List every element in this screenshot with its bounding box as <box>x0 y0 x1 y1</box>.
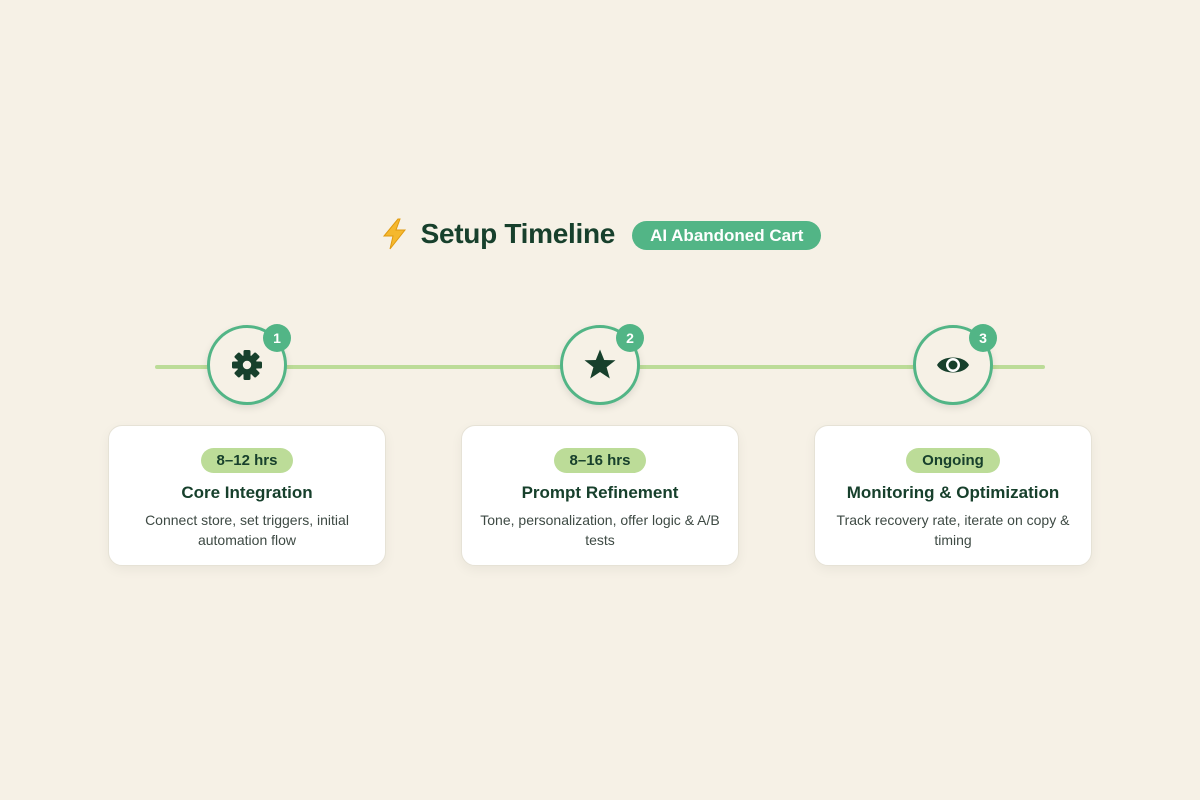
step-1-card: 8–12 hrs Core Integration Connect store,… <box>108 425 386 566</box>
step-title: Core Integration <box>181 483 313 502</box>
duration-badge: 8–12 hrs <box>200 448 294 473</box>
step-3-marker: 3 <box>913 324 997 405</box>
step-number-badge: 1 <box>263 324 291 352</box>
step-2-marker: 2 <box>560 324 644 405</box>
category-tag: AI Abandoned Cart <box>632 221 822 250</box>
step-title: Monitoring & Optimization <box>846 483 1060 502</box>
step-description: Connect store, set triggers, initial aut… <box>145 512 349 548</box>
duration-badge: 8–16 hrs <box>553 448 647 473</box>
duration-badge: Ongoing <box>906 448 1000 473</box>
eye-icon <box>937 357 969 373</box>
page-title: Setup Timeline <box>420 218 616 249</box>
star-icon <box>584 349 616 379</box>
step-number-badge: 3 <box>969 324 997 352</box>
step-3-card: Ongoing Monitoring & Optimization Track … <box>814 425 1092 566</box>
step-number-badge: 2 <box>616 324 644 352</box>
step-description: Track recovery rate, iterate on copy & t… <box>836 512 1070 548</box>
lightning-bolt-icon <box>382 218 406 250</box>
step-1-marker: 1 <box>207 324 291 405</box>
step-title: Prompt Refinement <box>521 483 679 502</box>
timeline-header: Setup Timeline AI Abandoned Cart <box>0 218 1200 250</box>
gear-icon <box>232 350 262 380</box>
step-2-card: 8–16 hrs Prompt Refinement Tone, persona… <box>461 425 739 566</box>
step-description: Tone, personalization, offer logic & A/B… <box>480 512 720 548</box>
